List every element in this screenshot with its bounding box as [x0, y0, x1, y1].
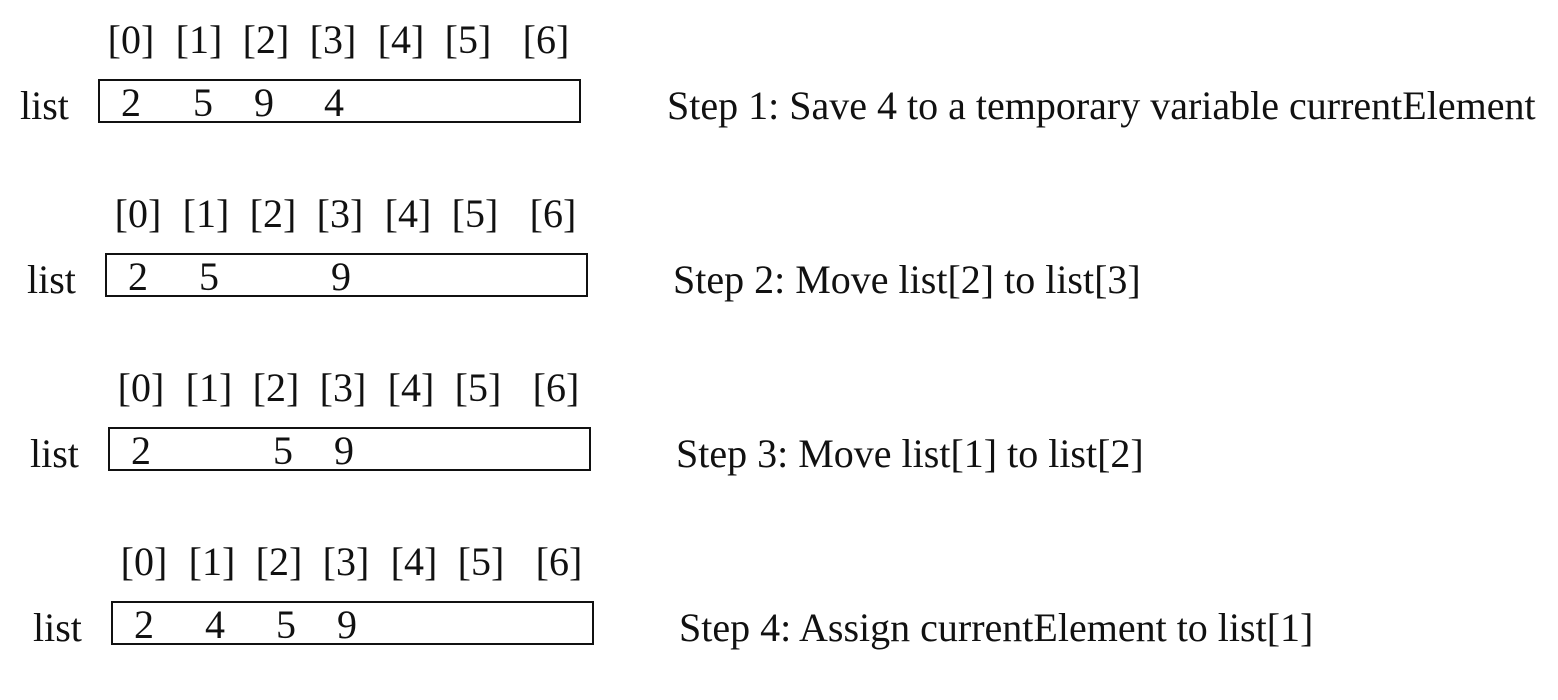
array-cell-2: 5	[276, 602, 296, 647]
index-label-2: [2]	[252, 365, 300, 410]
index-label-2: [2]	[255, 539, 303, 584]
array-box: 2 5 9	[105, 253, 588, 299]
index-label-1: [1]	[185, 365, 233, 410]
list-label: list	[20, 83, 69, 128]
index-label-4: [4]	[390, 539, 438, 584]
array-box: 2 5 9 4	[98, 79, 581, 125]
list-label: list	[27, 257, 76, 302]
array-cell-1: 4	[205, 602, 225, 647]
index-label-4: [4]	[377, 17, 425, 62]
index-label-4: [4]	[387, 365, 435, 410]
index-label-1: [1]	[182, 191, 230, 236]
index-label-4: [4]	[384, 191, 432, 236]
array-cell-0: 2	[121, 80, 141, 125]
index-label-0: [0]	[107, 17, 155, 62]
step-caption: Step 2: Move list[2] to list[3]	[673, 257, 1141, 302]
array-cell-2: 5	[273, 428, 293, 473]
index-label-6: [6]	[529, 191, 577, 236]
step-3: [0] [1] [2] [3] [4] [5] [6] list 2 5 9 S…	[10, 366, 1558, 516]
index-label-2: [2]	[242, 17, 290, 62]
array-box: 2 4 5 9	[111, 601, 594, 647]
step-1: [0] [1] [2] [3] [4] [5] [6] list 2 5 9 4…	[0, 18, 1558, 168]
array-cell-3: 9	[334, 428, 354, 473]
index-label-3: [3]	[319, 365, 367, 410]
index-label-0: [0]	[114, 191, 162, 236]
index-label-0: [0]	[117, 365, 165, 410]
index-label-0: [0]	[120, 539, 168, 584]
array-cell-3: 9	[337, 602, 357, 647]
array-cell-1: 5	[199, 254, 219, 299]
index-label-2: [2]	[249, 191, 297, 236]
array-cell-1: 5	[193, 80, 213, 125]
index-label-6: [6]	[522, 17, 570, 62]
step-caption: Step 4: Assign currentElement to list[1]	[679, 605, 1314, 650]
array-cell-3: 9	[331, 254, 351, 299]
index-label-5: [5]	[454, 365, 502, 410]
index-label-5: [5]	[451, 191, 499, 236]
step-caption: Step 1: Save 4 to a temporary variable c…	[667, 83, 1536, 128]
step-2: [0] [1] [2] [3] [4] [5] [6] list 2 5 9 S…	[7, 192, 1558, 342]
index-label-6: [6]	[532, 365, 580, 410]
index-label-6: [6]	[535, 539, 583, 584]
list-label: list	[30, 431, 79, 476]
step-4: [0] [1] [2] [3] [4] [5] [6] list 2 4 5 9…	[13, 540, 1558, 690]
index-label-5: [5]	[444, 17, 492, 62]
index-label-5: [5]	[457, 539, 505, 584]
index-label-3: [3]	[322, 539, 370, 584]
step-caption: Step 3: Move list[1] to list[2]	[676, 431, 1144, 476]
index-label-1: [1]	[175, 17, 223, 62]
index-label-3: [3]	[316, 191, 364, 236]
list-label: list	[33, 605, 82, 650]
array-cell-0: 2	[128, 254, 148, 299]
index-label-1: [1]	[188, 539, 236, 584]
array-cell-3: 4	[324, 80, 344, 125]
array-cell-2: 9	[254, 80, 274, 125]
array-cell-0: 2	[134, 602, 154, 647]
array-box: 2 5 9	[108, 427, 591, 473]
array-cell-0: 2	[131, 428, 151, 473]
index-label-3: [3]	[309, 17, 357, 62]
